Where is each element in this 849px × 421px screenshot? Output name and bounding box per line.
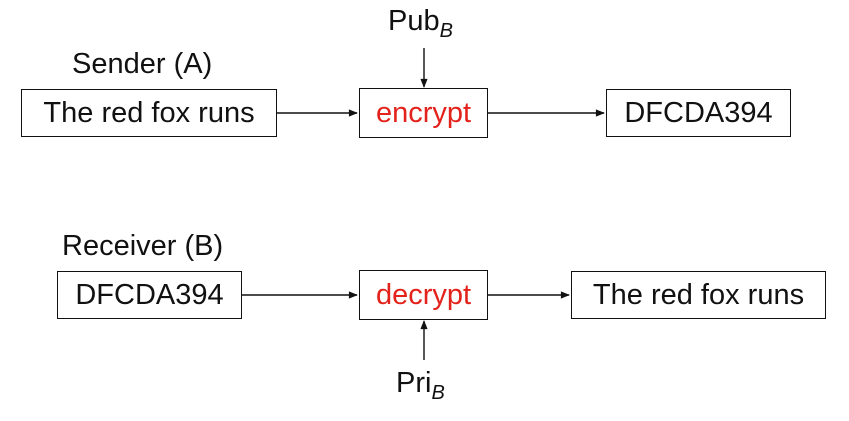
- public-key-subscript: B: [439, 20, 453, 42]
- receiver-plaintext-text: The red fox runs: [592, 278, 805, 311]
- public-key-label: PubB: [388, 4, 453, 41]
- private-key-label: PriB: [396, 366, 445, 403]
- public-key-base: Pub: [388, 5, 440, 37]
- sender-plaintext-text: The red fox runs: [43, 96, 255, 129]
- sender-ciphertext-text: DFCDA394: [624, 96, 773, 129]
- private-key-subscript: B: [431, 382, 445, 404]
- sender-title: Sender (A): [72, 48, 213, 80]
- receiver-title: Receiver (B): [62, 230, 224, 262]
- receiver-plaintext-box: The red fox runs: [571, 271, 826, 319]
- encrypt-label: encrypt: [375, 96, 472, 129]
- private-key-base: Pri: [396, 367, 432, 399]
- encrypt-box: encrypt: [359, 88, 488, 138]
- receiver-ciphertext-box: DFCDA394: [57, 271, 242, 319]
- receiver-ciphertext-text: DFCDA394: [75, 278, 224, 311]
- decrypt-box: decrypt: [359, 270, 488, 320]
- decrypt-label: decrypt: [375, 278, 472, 311]
- sender-ciphertext-box: DFCDA394: [606, 89, 791, 137]
- sender-plaintext-box: The red fox runs: [21, 89, 277, 137]
